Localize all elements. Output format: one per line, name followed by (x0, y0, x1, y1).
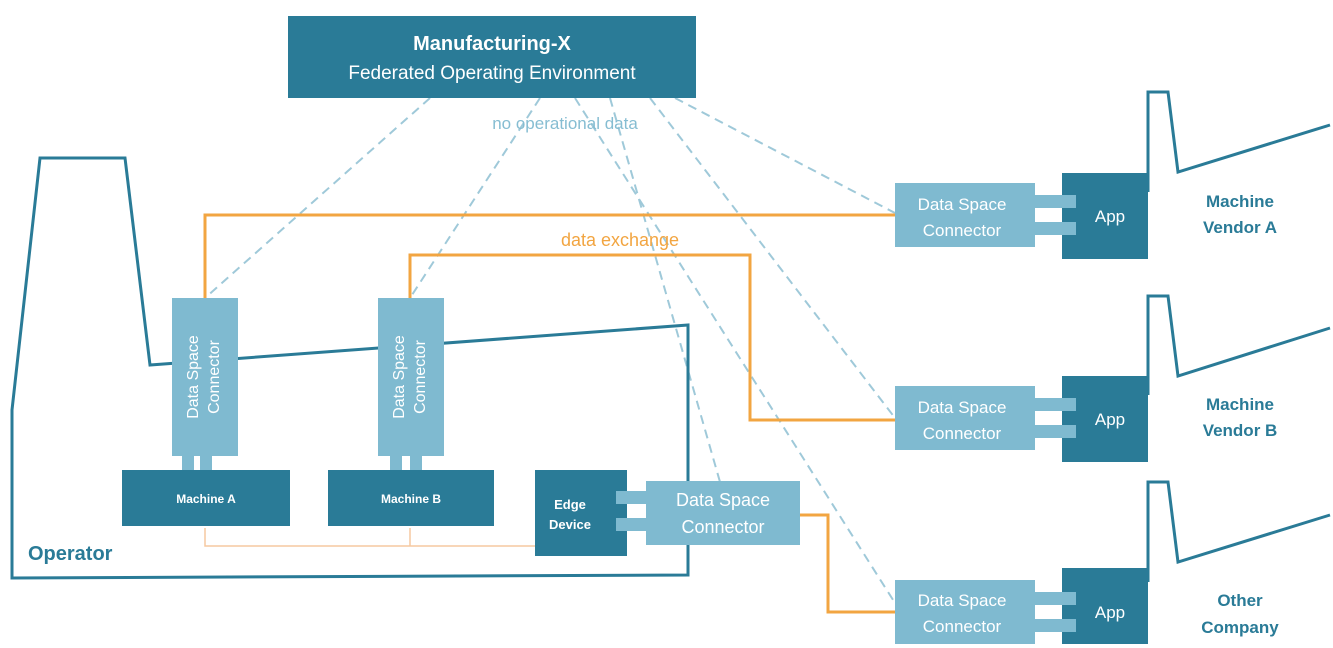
vendor-b-connector-line1: Data Space (918, 398, 1007, 417)
other-company-connector-line1: Data Space (918, 591, 1007, 610)
vendor-b-name-line2: Vendor B (1203, 421, 1278, 440)
machine-b-box: Machine B (328, 470, 494, 526)
dashed-link-other-company (574, 97, 896, 604)
thin-orange-links (204, 528, 535, 547)
federated-environment-box: Manufacturing-X Federated Operating Envi… (288, 16, 696, 98)
vendor-a-name-line2: Vendor A (1203, 218, 1277, 237)
edge-device-line1: Edge (554, 497, 586, 512)
vendor-a-row: Data Space Connector App Machine Vendor … (895, 173, 1277, 259)
vendor-b-factory-outline (1146, 294, 1331, 395)
edge-connector-box: Data Space Connector (616, 481, 800, 545)
edge-device-box: Edge Device (535, 470, 627, 556)
machine-b-label: Machine B (381, 492, 441, 506)
other-company-row: Data Space Connector App Other Company (895, 568, 1279, 644)
partner-factory-outlines (1146, 90, 1331, 582)
dashed-link-connector-b (409, 97, 541, 299)
edge-connector-line2: Connector (681, 517, 764, 537)
vendor-a-connector-line2: Connector (923, 221, 1002, 240)
federated-subtitle: Federated Operating Environment (348, 63, 636, 84)
operator-connector-b-line1: Data Space (391, 335, 408, 419)
vendor-a-name-line1: Machine (1206, 192, 1274, 211)
other-company-factory-outline (1146, 480, 1331, 582)
exchange-link-vendor-a (203, 213, 895, 298)
vendor-b-name-line1: Machine (1206, 395, 1274, 414)
other-company-name-line2: Company (1201, 618, 1279, 637)
vendor-a-connector-line1: Data Space (918, 195, 1007, 214)
exchange-link-vendor-b (408, 253, 895, 422)
vendor-b-row: Data Space Connector App Machine Vendor … (895, 376, 1277, 462)
dashed-link-connector-a (204, 97, 431, 299)
vendor-a-factory-outline (1146, 90, 1331, 192)
operator-connector-b: Data Space Connector (378, 298, 444, 471)
data-exchange-label: data exchange (561, 230, 679, 250)
machine-a-box: Machine A (122, 470, 290, 526)
other-company-name-line1: Other (1217, 591, 1263, 610)
dashed-link-vendor-a (674, 97, 896, 214)
vendor-a-app-label: App (1095, 207, 1125, 226)
exchange-link-other-company (800, 513, 895, 614)
edge-connector-line1: Data Space (676, 490, 770, 510)
no-operational-data-label: no operational data (492, 114, 638, 133)
other-company-connector-line2: Connector (923, 617, 1002, 636)
federated-title: Manufacturing-X (413, 33, 571, 55)
orange-links (203, 213, 895, 614)
dashed-link-vendor-b (649, 97, 896, 419)
machine-to-edge-link (204, 528, 535, 547)
machine-a-label: Machine A (176, 492, 236, 506)
operator-label: Operator (28, 543, 113, 565)
operator-connector-a-line1: Data Space (185, 335, 202, 419)
dashed-link-edge-connector (609, 97, 721, 483)
edge-device-line2: Device (549, 517, 591, 532)
other-company-app-label: App (1095, 603, 1125, 622)
dashed-links (204, 97, 896, 604)
operator-connector-a: Data Space Connector (172, 298, 238, 471)
operator-connector-a-line2: Connector (206, 339, 223, 413)
operator-connector-b-line2: Connector (412, 339, 429, 413)
vendor-b-app-label: App (1095, 410, 1125, 429)
vendor-b-connector-line2: Connector (923, 424, 1002, 443)
